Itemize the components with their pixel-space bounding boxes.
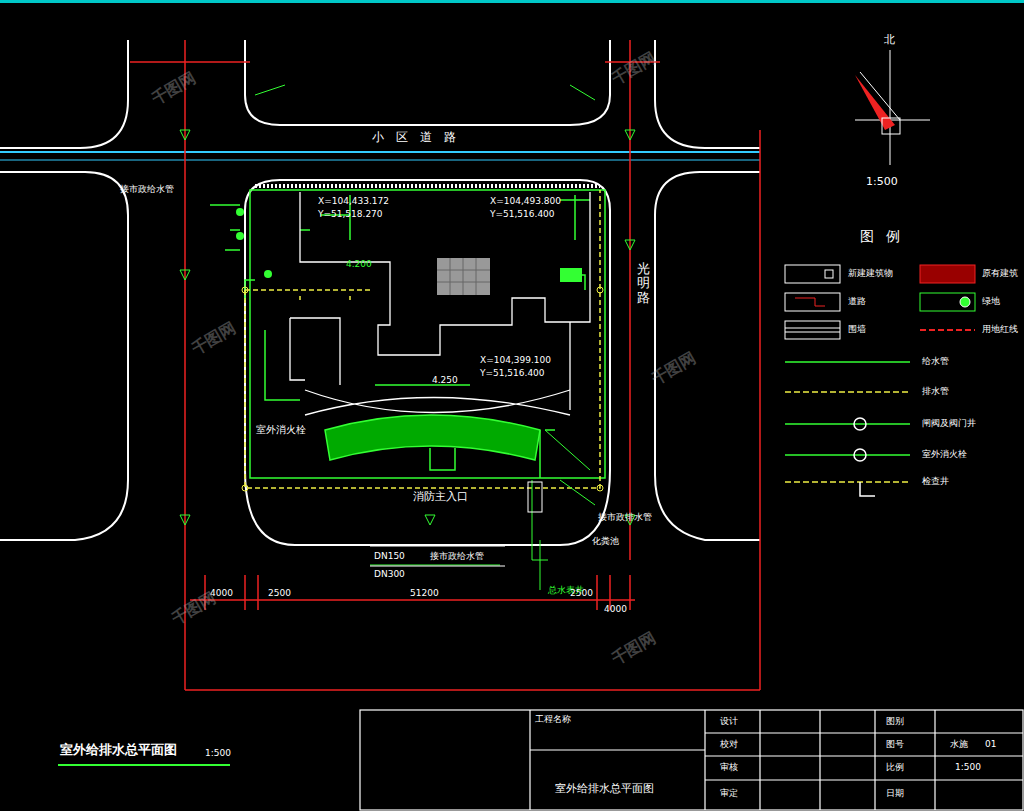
drawing-title: 室外给排水总平面图 [60, 743, 177, 758]
legend-text: 闸阀及阀门井 [922, 418, 976, 428]
legend-text: 围墙 [848, 324, 866, 334]
legend-text: 原有建筑 [982, 268, 1018, 278]
plan-label: 51200 [410, 588, 439, 598]
plan-label: X=104,399.100 [480, 355, 551, 365]
plan-label: 日期 [886, 788, 904, 798]
legend-text: 用地红线 [982, 324, 1018, 334]
plan-label: 小区道路 [372, 131, 468, 145]
legend-text: 排水管 [922, 386, 949, 396]
plan-label: 接市政给水管 [120, 184, 174, 194]
plan-label: 设计 [720, 716, 738, 726]
legend-text: 新建建筑物 [848, 268, 893, 278]
legend-text: 室外消火栓 [922, 449, 967, 459]
plan-label: 图例 [860, 228, 912, 244]
plan-label: 比例 [886, 762, 904, 772]
plan-label: 工程名称 [535, 714, 571, 724]
plan-label: 接市政排水管 [598, 512, 652, 522]
plan-label: 化粪池 [592, 536, 619, 546]
legend-text: 检查井 [922, 476, 949, 486]
plan-label: 4000 [604, 604, 627, 614]
plan-label: 2500 [268, 588, 291, 598]
plan-label: DN300 [374, 569, 405, 579]
plan-label: 北 [884, 34, 895, 47]
plan-label: 图号 [886, 739, 904, 749]
plan-label: DN150 [374, 551, 405, 561]
plan-label: Y=51,516.400 [480, 368, 545, 378]
plan-label: 审定 [720, 788, 738, 798]
legend-text: 道路 [848, 296, 866, 306]
plan-label: 1:500 [205, 748, 231, 758]
road-name: 光明路 [637, 262, 650, 305]
plan-label: 01 [985, 739, 996, 749]
plan-label: 室外消火栓 [256, 424, 306, 436]
plan-label: 图别 [886, 716, 904, 726]
plan-label: 水施 [950, 739, 968, 749]
plan-label: 校对 [720, 739, 738, 749]
plan-label: Y=51,518.270 [318, 209, 383, 219]
plan-label: 4.250 [432, 375, 458, 385]
legend-text: 给水管 [922, 356, 949, 366]
plan-label: 1:500 [866, 176, 898, 189]
plan-label: X=104,493.800 [490, 196, 561, 206]
plan-label: 室外给排水总平面图 [555, 783, 654, 796]
legend-text: 绿地 [982, 296, 1000, 306]
plan-label: X=104,433.172 [318, 196, 389, 206]
plan-label: 接市政给水管 [430, 551, 484, 561]
plan-label: 审核 [720, 762, 738, 772]
plan-label: 消防主入口 [413, 491, 468, 504]
plan-label: Y=51,516.400 [490, 209, 555, 219]
plan-label: 4.200 [346, 259, 372, 269]
plan-label: 2500 [570, 588, 593, 598]
plan-label: 1:500 [955, 762, 981, 772]
